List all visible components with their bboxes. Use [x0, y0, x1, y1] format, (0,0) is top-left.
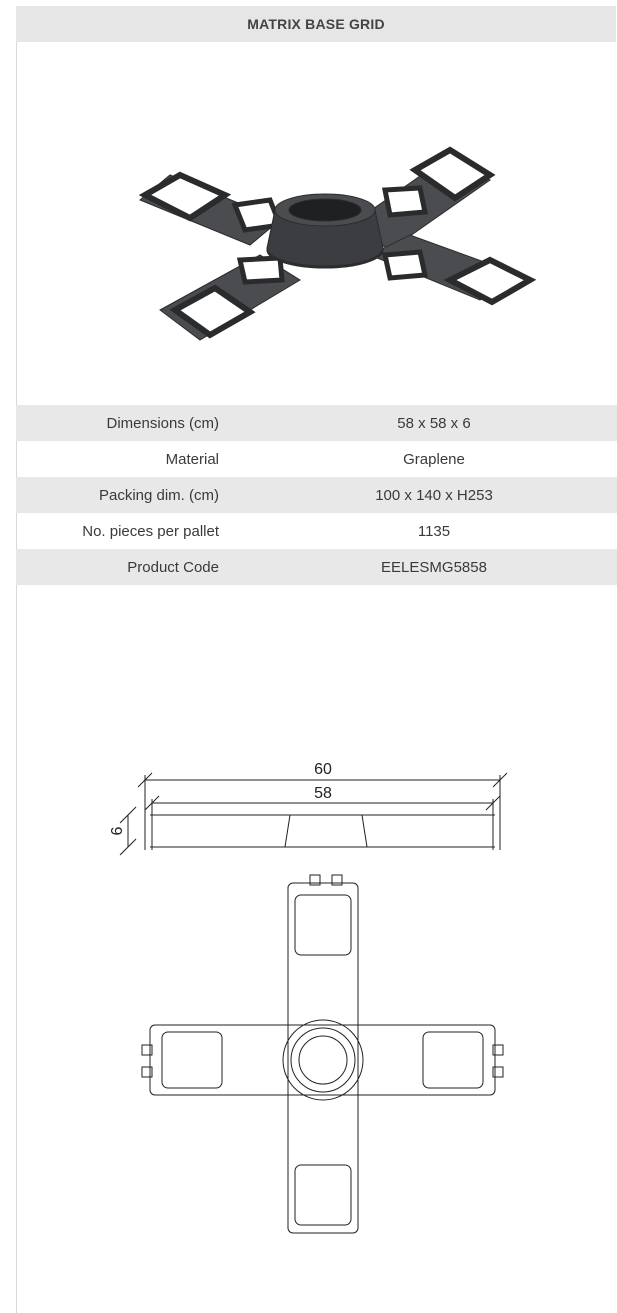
- spec-value: 100 x 140 x H253: [221, 477, 617, 513]
- dimension-outer-label: 60: [314, 761, 332, 778]
- table-row: Product Code EELESMG5858: [16, 549, 617, 585]
- spec-value: 58 x 58 x 6: [221, 405, 617, 441]
- specs-table: Dimensions (cm) 58 x 58 x 6 Material Gra…: [16, 405, 617, 585]
- side-view: [119, 772, 508, 856]
- table-row: Dimensions (cm) 58 x 58 x 6: [16, 405, 617, 441]
- spec-label: Material: [165, 450, 219, 468]
- spec-label: No. pieces per pallet: [82, 522, 219, 540]
- spec-value: 1135: [417, 522, 451, 540]
- dimension-height-label: 6: [109, 826, 126, 835]
- spec-value: Graplene: [403, 450, 465, 468]
- table-row: Material Graplene: [16, 441, 617, 477]
- product-image: [138, 146, 537, 341]
- spec-label: Dimensions (cm): [16, 405, 221, 441]
- top-view: [141, 874, 504, 1234]
- table-row: No. pieces per pallet 1135: [16, 513, 617, 549]
- spec-label: Product Code: [16, 549, 221, 585]
- dimension-inner-label: 58: [314, 785, 332, 802]
- technical-drawing: 60 58 6: [109, 761, 508, 1234]
- spec-label: Packing dim. (cm): [16, 477, 221, 513]
- page-title: MATRIX BASE GRID: [16, 6, 616, 42]
- table-row: Packing dim. (cm) 100 x 140 x H253: [16, 477, 617, 513]
- spec-value: EELESMG5858: [221, 549, 617, 585]
- document-frame: [16, 6, 617, 1313]
